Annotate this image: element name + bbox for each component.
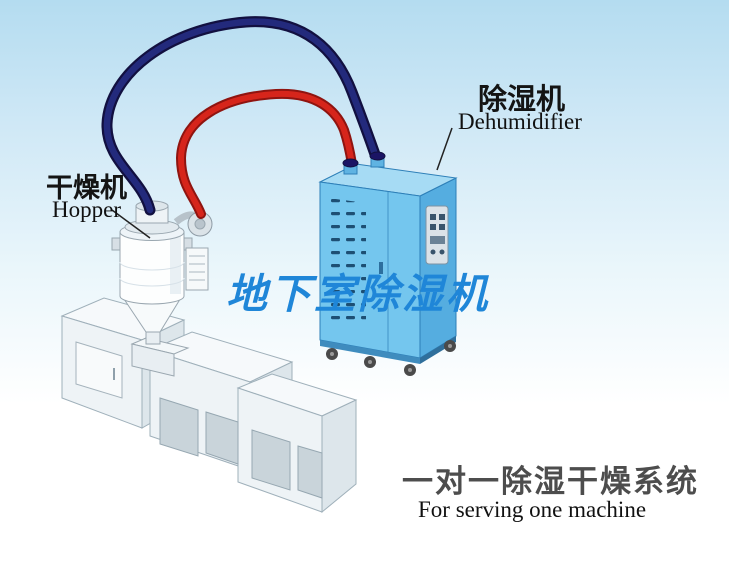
leader-line-hopper: [111, 209, 151, 239]
extruder-right-side: [321, 399, 357, 514]
red-air-hose: [177, 90, 355, 217]
panel-knob: [430, 249, 436, 255]
hopper-body-shade: [170, 234, 181, 294]
hopper-body: [119, 231, 185, 305]
panel-knob: [439, 249, 445, 255]
dehumidifier-vents: [328, 198, 366, 328]
navy-air-hose: [103, 18, 381, 214]
hopper-ring: [119, 277, 185, 287]
leader-line-dehumidifier: [436, 127, 453, 171]
panel-button: [430, 214, 436, 220]
caster-hub: [448, 344, 452, 348]
dehumidifier-label-en: Dehumidifier: [458, 109, 582, 134]
hopper-label-en: Hopper: [52, 197, 121, 222]
hopper-dryer: [111, 200, 213, 377]
hose-connectors: [342, 151, 386, 175]
hose-connector-cap: [342, 158, 359, 168]
hopper-label-cn: 干燥机: [46, 173, 127, 203]
extruder-panel: [205, 411, 239, 465]
extruder-panel: [251, 429, 291, 491]
extruder-door: [75, 341, 123, 399]
panel-button: [439, 214, 445, 220]
dehumidifier-base: [320, 340, 420, 364]
dehumidifier-door-handle: [379, 262, 383, 274]
hopper-clamp: [111, 237, 121, 251]
extruder-panel: [159, 397, 199, 457]
panel-display: [430, 236, 445, 244]
caster-hub: [408, 368, 412, 372]
watermark-title: 地下室除湿机: [226, 271, 490, 317]
system-title-cn: 一对一除湿干燥系统: [402, 464, 699, 499]
caster-wheels: [326, 340, 456, 376]
hopper-ring: [119, 261, 185, 271]
dehumidifier-control-panel: [425, 205, 449, 265]
extruder-panel: [297, 445, 323, 499]
caster-hub: [330, 352, 334, 356]
caster-hub: [368, 360, 372, 364]
blower-motor-hub: [194, 218, 206, 230]
air-hoses: [101, 16, 383, 219]
dehumidifier-label-cn: 除湿机: [478, 84, 566, 116]
dryer-control-box: [185, 247, 209, 291]
hose-connector-cap: [369, 151, 386, 161]
extruder-machine: [60, 297, 358, 514]
panel-button: [439, 224, 445, 230]
system-title-en: For serving one machine: [418, 497, 647, 522]
panel-button: [430, 224, 436, 230]
hopper-mount-front: [131, 343, 175, 377]
